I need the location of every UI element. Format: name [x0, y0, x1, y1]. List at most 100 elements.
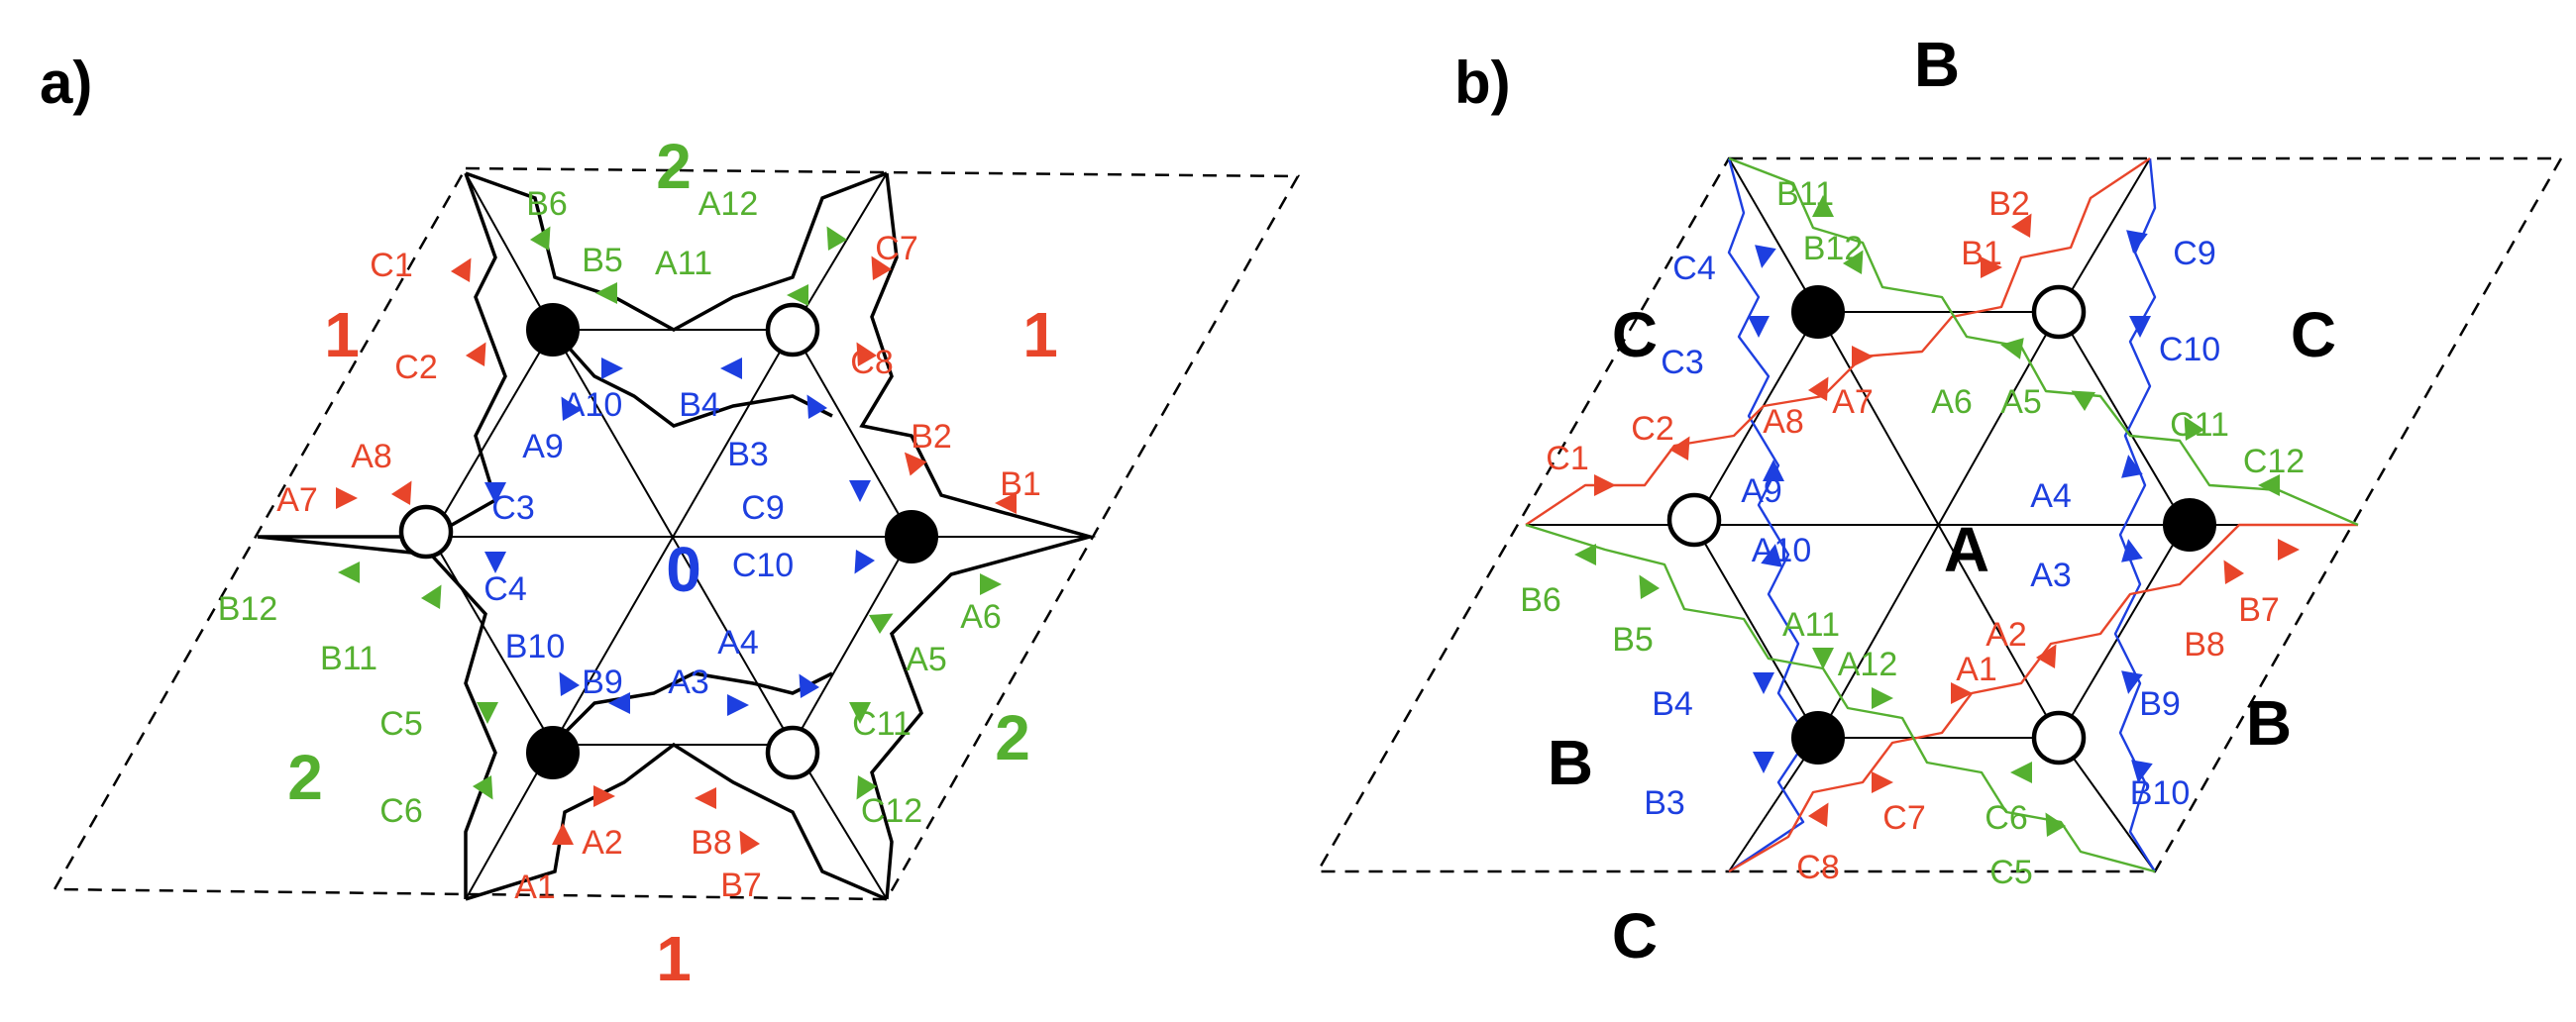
arrowhead [1951, 682, 1973, 704]
region-label: C [1612, 299, 1658, 370]
panel-a-label: a) [40, 50, 92, 116]
arrowhead [849, 702, 871, 724]
region-label: A [1944, 514, 1989, 585]
arrowhead [856, 774, 878, 800]
arrowhead [608, 692, 630, 714]
arrowhead [1574, 544, 1596, 565]
arrowhead [854, 549, 876, 574]
arrowhead [868, 613, 894, 635]
region-label: B [1914, 29, 1960, 100]
edge-label: C5 [1989, 854, 2032, 891]
edge-label: C11 [2170, 406, 2229, 444]
arrowhead [1812, 195, 1834, 217]
arrowhead [1812, 648, 1834, 669]
filled-vertex [1791, 285, 1845, 339]
panel-b-label: b) [1454, 50, 1511, 116]
filled-vertex [526, 726, 580, 779]
edge-label: C6 [379, 792, 422, 830]
open-vertex [2031, 284, 2087, 340]
region-label: 1 [1022, 299, 1058, 370]
arrowhead [1981, 256, 2002, 278]
edge-label: B11 [320, 640, 377, 677]
edge-label: A2 [1986, 616, 2027, 654]
edge-label: A6 [960, 598, 1002, 636]
region-label: 1 [324, 299, 360, 370]
arrowhead [1668, 436, 1690, 461]
arrowhead [561, 396, 583, 422]
arrowhead [1753, 752, 1774, 773]
arrowhead [2010, 213, 2032, 239]
edge-label: C9 [2173, 235, 2215, 272]
region-label: 2 [656, 131, 692, 202]
arrowhead [1763, 460, 1784, 481]
edge-label: A7 [1832, 383, 1874, 421]
open-vertex [1666, 492, 1722, 548]
edge-label: B1 [1961, 235, 2002, 272]
arrowhead [2010, 762, 2032, 783]
panel-a-unit-cell-outline [52, 166, 1301, 901]
open-vertex [2031, 710, 2087, 766]
edge-label: B7 [720, 867, 762, 904]
edge-label: A3 [668, 664, 709, 701]
arrowhead [849, 480, 871, 502]
arrowhead [336, 487, 358, 509]
edge-label: C4 [483, 570, 526, 608]
edge-label: C11 [852, 705, 912, 743]
edge-label: C8 [850, 344, 893, 381]
edge-label: C6 [1985, 799, 2027, 837]
arrowhead [529, 226, 551, 252]
edge-label: C7 [1882, 799, 1925, 837]
arrowhead [595, 282, 617, 304]
edge-label: B7 [2238, 591, 2280, 629]
arrowhead [559, 671, 581, 697]
arrowhead [1594, 474, 1616, 496]
arrowhead [995, 492, 1017, 514]
edge-label: A9 [1741, 472, 1782, 510]
arrowhead [484, 552, 506, 573]
region-label: C [2291, 299, 2336, 370]
arrowhead [904, 452, 927, 476]
edge-label: C2 [394, 349, 437, 386]
filled-vertex [2163, 498, 2216, 552]
arrowhead [856, 342, 878, 367]
arrowhead [806, 394, 828, 420]
arrowhead [2121, 455, 2143, 478]
arrowhead [695, 787, 716, 809]
edge-label: B5 [1612, 621, 1654, 659]
region-label: C [1612, 900, 1658, 971]
edge-label: A8 [1763, 403, 1804, 441]
arrowhead [2126, 230, 2148, 254]
arrowhead [472, 774, 493, 800]
edge-label: B8 [2184, 626, 2225, 664]
edge-label: B6 [526, 185, 568, 223]
arrowhead [338, 562, 360, 583]
edge-label: A2 [582, 824, 623, 862]
region-label: 1 [656, 923, 692, 994]
edge-label: B4 [1652, 685, 1693, 723]
region-label: 0 [666, 534, 701, 605]
edge-label: B3 [1644, 784, 1685, 822]
arrowhead [484, 482, 506, 504]
edge-label: B3 [727, 436, 769, 473]
arrowhead [2223, 560, 2245, 585]
arrowhead [2184, 416, 2205, 442]
edge-label: C5 [379, 705, 422, 743]
arrowhead [2121, 539, 2143, 562]
edge-label: B11 [1776, 175, 1834, 213]
edge-label: A4 [2030, 477, 2072, 515]
arrowhead [1807, 376, 1829, 402]
filled-vertex [885, 510, 938, 563]
edge-label: B10 [2130, 774, 2191, 812]
edge-label: A10 [563, 386, 623, 424]
arrowhead [2129, 316, 2151, 338]
filled-vertex [526, 303, 580, 357]
edge-label: C12 [2243, 443, 2305, 480]
arrowhead [2258, 474, 2280, 496]
